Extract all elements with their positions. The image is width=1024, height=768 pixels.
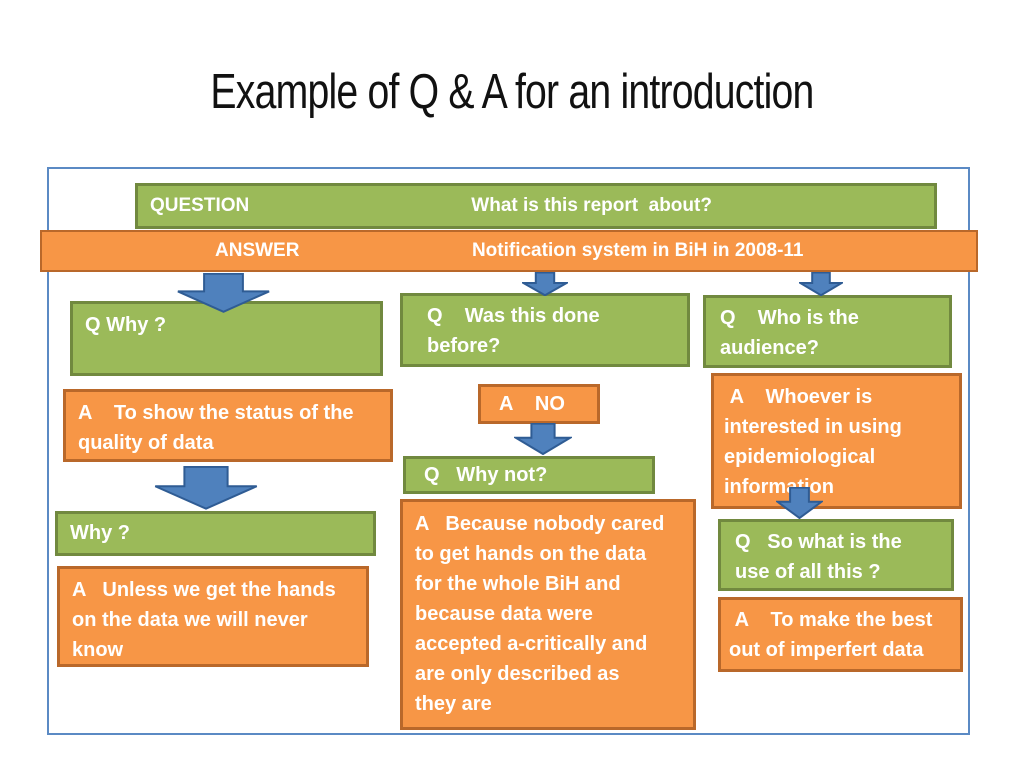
down-arrow-icon bbox=[776, 487, 823, 519]
qa-box-text: A Unless we get the hands on the data we… bbox=[72, 579, 336, 661]
qa-box-question: Q Why not? bbox=[403, 456, 655, 494]
down-arrow-icon bbox=[175, 273, 272, 313]
question-bar-label: QUESTION bbox=[150, 195, 250, 216]
qa-box-answer: A To show the status of the quality of d… bbox=[63, 389, 393, 462]
qa-box-answer: A Because nobody cared to get hands on t… bbox=[400, 499, 696, 730]
qa-box-text: A Whoever is interested in using epidemi… bbox=[724, 386, 902, 498]
qa-box-answer: A NO bbox=[478, 384, 600, 424]
qa-box-answer: A Unless we get the hands on the data we… bbox=[57, 566, 369, 667]
qa-box-text: A NO bbox=[499, 393, 565, 415]
qa-box-text: Q Why ? bbox=[85, 314, 167, 336]
qa-box-text: A Because nobody cared to get hands on t… bbox=[415, 513, 665, 715]
qa-box-text: A To show the status of the quality of d… bbox=[78, 402, 354, 454]
qa-box-text: Q Why not? bbox=[424, 464, 548, 486]
qa-box-answer: A To make the best out of imperfert data bbox=[718, 597, 963, 672]
qa-box-text: Q Who is the audience? bbox=[720, 307, 859, 359]
answer-bar-text: Notification system in BiH in 2008-11 bbox=[471, 240, 804, 261]
question-bar: QUESTION What is this report about? bbox=[135, 183, 937, 229]
qa-box-answer: A Whoever is interested in using epidemi… bbox=[711, 373, 962, 509]
qa-box-question: Q Why ? bbox=[70, 301, 383, 376]
qa-box-question: Q Who is the audience? bbox=[703, 295, 952, 368]
down-arrow-icon bbox=[522, 272, 568, 296]
down-arrow-icon bbox=[514, 423, 572, 455]
qa-box-question: Q Was this done before? bbox=[400, 293, 690, 367]
qa-box-question: Why ? bbox=[55, 511, 376, 556]
answer-bar-label: ANSWER bbox=[215, 240, 300, 261]
qa-box-text: A To make the best out of imperfert data bbox=[729, 609, 933, 661]
answer-bar: ANSWER Notification system in BiH in 200… bbox=[40, 230, 978, 272]
down-arrow-icon bbox=[799, 272, 843, 296]
down-arrow-icon bbox=[152, 466, 260, 510]
qa-box-text: Q So what is the use of all this ? bbox=[735, 531, 902, 583]
qa-box-text: Why ? bbox=[70, 522, 130, 544]
slide-title: Example of Q & A for an introduction bbox=[210, 65, 814, 119]
qa-box-question: Q So what is the use of all this ? bbox=[718, 519, 954, 591]
question-bar-text: What is this report about? bbox=[471, 195, 712, 216]
qa-box-text: Q Was this done before? bbox=[427, 305, 600, 357]
